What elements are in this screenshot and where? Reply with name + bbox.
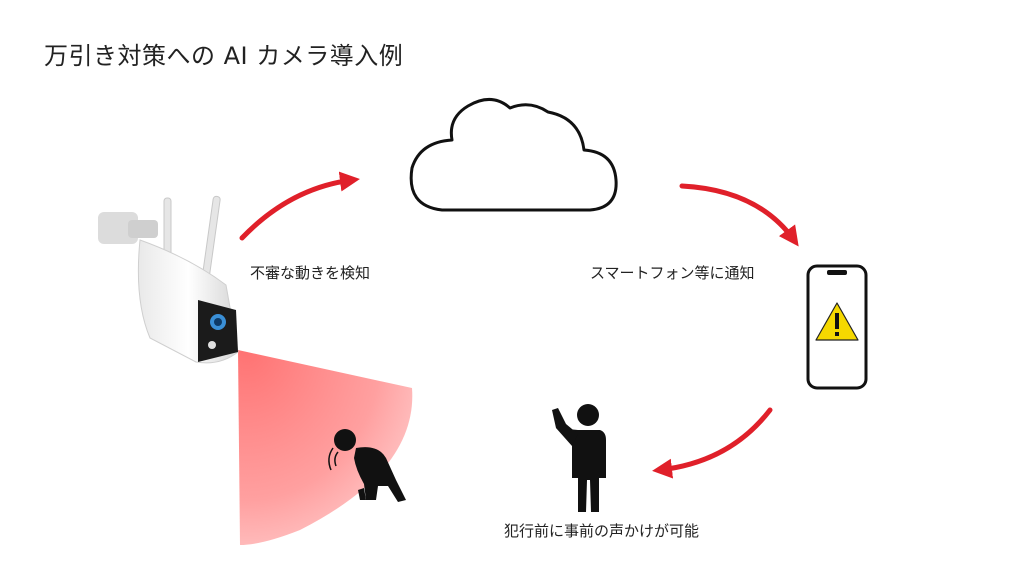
step-label-notify: スマートフォン等に通知	[590, 264, 755, 282]
crouching-person-icon	[328, 429, 406, 502]
step-label-detect: 不審な動きを検知	[250, 264, 371, 282]
arrow-phone-to-staff	[652, 407, 773, 479]
arrow-cloud-to-phone	[679, 183, 799, 247]
warning-icon	[815, 302, 859, 341]
page-title: 万引き対策への AI カメラ導入例	[44, 42, 404, 70]
arrow-camera-to-cloud	[239, 171, 360, 241]
cloud-icon	[409, 98, 618, 212]
security-camera-icon	[98, 195, 239, 364]
detection-zone	[238, 350, 413, 545]
staff-person-icon	[552, 404, 606, 512]
step-label-voice: 犯行前に事前の声かけが可能	[504, 522, 700, 540]
